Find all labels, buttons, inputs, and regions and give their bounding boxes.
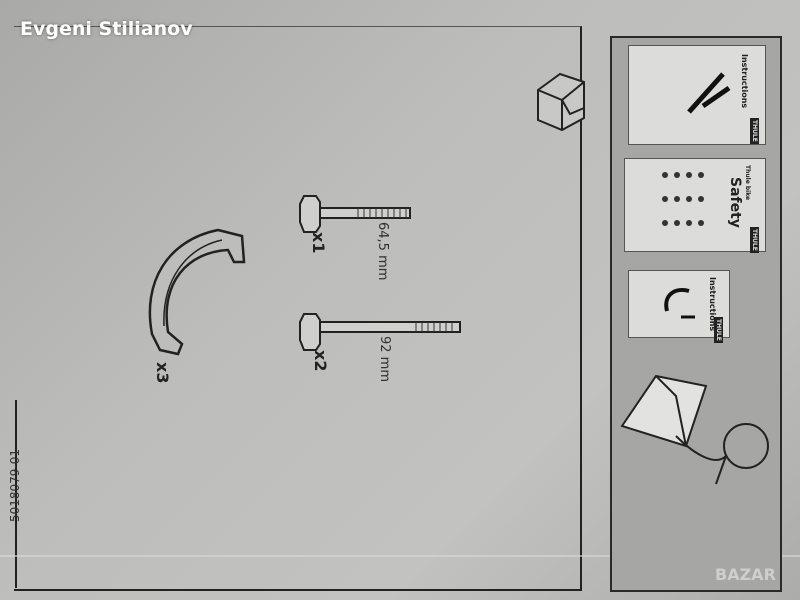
clamp-bolt-icon <box>664 288 695 319</box>
document-safety: Thule bike Safety THULE <box>624 158 766 253</box>
page-edge <box>0 555 800 557</box>
bike-carrier-icon <box>687 72 731 114</box>
document-instructions-1: Instructions THULE <box>628 45 766 145</box>
frame-left-edge <box>15 400 17 588</box>
watermark-author: Evgeni Stilianov <box>20 18 193 40</box>
bolt-short-quantity: x1 <box>309 232 328 254</box>
bolt-short-icon <box>299 195 411 233</box>
document-title: Safety <box>727 177 743 228</box>
site-logo-watermark: BAZAR <box>715 565 776 584</box>
document-instructions-2: Instructions THULE <box>628 270 730 343</box>
main-frame <box>14 26 582 591</box>
safety-symbols-grid <box>662 172 704 226</box>
thule-logo: THULE <box>714 317 723 343</box>
bolt-long-quantity: x2 <box>311 350 330 372</box>
person-reading-icon <box>620 374 769 485</box>
bolt-long-length: 92 mm <box>377 336 392 383</box>
document-subtitle: Thule bike <box>744 165 751 201</box>
clamp-icon <box>148 228 246 356</box>
document-title: Instructions <box>740 54 749 109</box>
thule-logo: THULE <box>750 227 759 253</box>
thule-logo: THULE <box>750 118 759 144</box>
clamp-quantity: x3 <box>153 362 172 384</box>
part-number: 5018079-01 <box>8 448 22 522</box>
package-box-icon <box>537 72 585 132</box>
bolt-long-icon <box>299 313 461 351</box>
bolt-short-length: 64,5 mm <box>375 222 390 281</box>
